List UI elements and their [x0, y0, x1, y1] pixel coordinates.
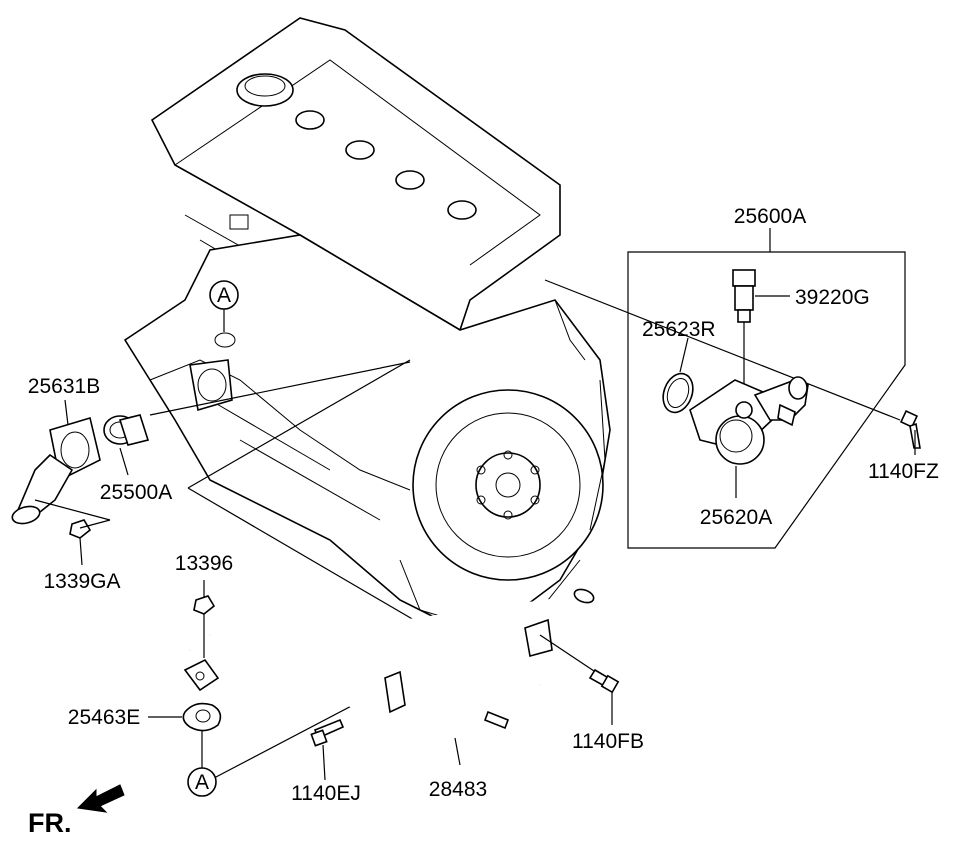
label-1140FZ: 1140FZ: [868, 460, 939, 483]
engine-block: [123, 17, 611, 626]
label-25631B: 25631B: [28, 375, 100, 398]
label-25600A: 25600A: [734, 205, 806, 228]
reference-circle-a-top: A: [209, 280, 239, 332]
label-25620A: 25620A: [700, 506, 772, 529]
thermostat-25500A: [103, 414, 150, 476]
front-label: FR.: [28, 808, 72, 838]
label-1140EJ: 1140EJ: [291, 782, 361, 805]
reference-circle-a-bottom: A: [187, 767, 217, 797]
label-25463E: 25463E: [68, 706, 140, 729]
coolant-pipe-28483: [183, 588, 595, 766]
label-1140FB: 1140FB: [572, 730, 644, 753]
temperature-sensor-39220G: [732, 269, 790, 400]
reference-a-top-label: A: [217, 284, 231, 307]
front-arrow-icon: [76, 784, 125, 813]
label-1339GA: 1339GA: [43, 570, 120, 593]
label-39220G: 39220G: [795, 286, 870, 309]
label-13396: 13396: [175, 552, 233, 575]
assembly-box-25600A: [627, 228, 906, 549]
water-inlet-fitting-25631B: [11, 399, 101, 525]
o-ring-25623R: [662, 337, 694, 414]
part-labels: 25600A 39220G 25623R 1140FZ 25620A 25631…: [28, 205, 939, 805]
label-25623R: 25623R: [642, 318, 716, 341]
water-outlet-25620A: [689, 376, 809, 498]
nut-13396: [193, 580, 216, 658]
label-25500A: 25500A: [100, 481, 172, 504]
gasket-25463E: [148, 702, 222, 768]
bolt-1140FB: [539, 634, 620, 725]
reference-a-bottom-label: A: [195, 771, 209, 794]
bolt-1140FZ: [899, 409, 921, 455]
front-direction-indicator: FR.: [28, 784, 125, 838]
label-28483: 28483: [429, 778, 487, 801]
nut-1339GA: [34, 499, 111, 566]
bolt-1140EJ: [310, 718, 345, 781]
